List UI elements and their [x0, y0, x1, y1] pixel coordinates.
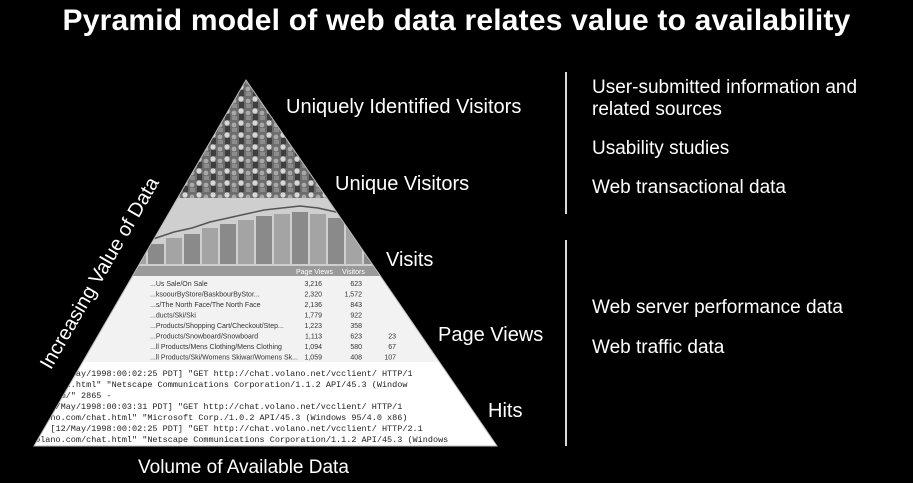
- chart-bar: [436, 250, 452, 264]
- table-cell-name: ...ll Products/Ski/Womens Skiwar/Womens …: [150, 355, 298, 362]
- report-table-header-bar: [34, 266, 497, 276]
- table-cell-page-views: 1,779: [304, 313, 322, 320]
- table-cell-name: ...ll Products/Mens Clothing/Mens Clothi…: [150, 344, 282, 351]
- tier-label-uniquely-identified-visitors: Uniquely Identified Visitors: [286, 96, 522, 118]
- chart-bar: [166, 238, 182, 264]
- page-title: Pyramid model of web data relates value …: [62, 4, 851, 37]
- table-cell-page-views: 1,059: [304, 355, 322, 362]
- table-cell-visitors: 922: [350, 313, 362, 320]
- chart-bar: [310, 214, 326, 264]
- chart-bar: [292, 212, 308, 264]
- chart-bar: [238, 220, 254, 264]
- tier-label-unique-visitors: Unique Visitors: [335, 173, 470, 195]
- tier-label-visits: Visits: [386, 249, 434, 271]
- table-cell-page-views: 1,113: [305, 334, 322, 341]
- table-cell-page-views: 2,320: [304, 292, 322, 299]
- chart-bar: [220, 224, 236, 264]
- report-table-rows: ...Us Sale/On Sale 3,216 623 ...ksoourBySto…: [150, 281, 396, 362]
- table-cell-page-views: 1,094: [304, 344, 322, 351]
- table-cell-name: ...s/The North Face/The North Face: [150, 302, 261, 309]
- server-log-line: - - [12/May/1998:00:02:25 PDT] "GET http…: [30, 424, 423, 434]
- table-cell-extra: 23: [388, 334, 396, 341]
- table-cell-visitors: 623: [350, 334, 362, 341]
- table-cell-page-views: 2,136: [304, 302, 322, 309]
- chart-bar: [148, 244, 164, 264]
- server-log-line: - [12/May/1998:00:03:31 PDT] "GET http:/…: [30, 402, 402, 412]
- table-cell-extra: 67: [388, 344, 396, 351]
- server-log-line: volano.com/chat.html" "Microsoft Corp./1…: [30, 413, 407, 423]
- table-cell-name: ...ducts/Ski/Ski: [150, 313, 196, 320]
- axis-label-volume-available: Volume of Available Data: [138, 457, 349, 478]
- chart-bar: [256, 216, 272, 264]
- server-log-lines: - - [12/May/1998:00:02:25 PDT] "GET http…: [30, 369, 448, 445]
- chart-bar: [184, 234, 200, 264]
- source-web-traffic: Web traffic data: [592, 337, 725, 358]
- table-cell-visitors: 408: [350, 355, 362, 362]
- table-cell-visitors: 623: [350, 281, 362, 288]
- tier-label-hits: Hits: [488, 400, 523, 422]
- chart-bar: [328, 218, 344, 264]
- chart-bar: [364, 228, 380, 264]
- source-user-submitted: User-submitted information and related s…: [592, 77, 858, 120]
- pyramid-fill: Page Views Visitors ...Us Sale/On Sale 3,…: [30, 80, 497, 446]
- server-log-line: com/chat.html" "Netscape Communications …: [30, 380, 408, 390]
- pyramid-outline: [33, 79, 498, 447]
- table-cell-page-views: 1,223: [304, 323, 322, 330]
- table-header-visitors: Visitors: [342, 269, 365, 276]
- table-cell-name: ...ksoourByStore/BaskbourByStor...: [150, 292, 260, 299]
- server-log-line: ape.com/" 2865 -: [30, 391, 112, 401]
- table-cell-visitors: 580: [350, 344, 362, 351]
- table-cell-page-views: 3,216: [304, 281, 322, 288]
- server-log-line: volano.com/chat.html" "Netscape Communic…: [30, 435, 448, 445]
- table-cell-extra: 107: [384, 355, 396, 362]
- table-header-page-views: Page Views: [296, 269, 333, 276]
- table-cell-visitors: 843: [350, 302, 362, 309]
- chart-bar: [274, 214, 290, 264]
- table-cell-name: ...Us Sale/On Sale: [150, 281, 208, 288]
- table-cell-name: ...Products/Shopping Cart/Checkout/Step.…: [150, 323, 284, 330]
- divider-upper: [565, 72, 567, 214]
- table-cell-visitors: 358: [350, 323, 362, 330]
- chart-bar: [202, 228, 218, 264]
- server-log-region: [34, 362, 497, 446]
- tier-label-page-views: Page Views: [438, 324, 544, 346]
- divider-lower: [565, 240, 567, 446]
- chart-bar: [346, 222, 362, 264]
- source-web-server-performance: Web server performance data: [592, 297, 843, 318]
- source-usability-studies: Usability studies: [592, 138, 730, 159]
- table-cell-visitors: 1,572: [344, 292, 362, 299]
- source-web-transactional: Web transactional data: [592, 177, 786, 198]
- server-log-line: - - [12/May/1998:00:02:25 PDT] "GET http…: [30, 369, 413, 379]
- table-cell-name: ...Products/Snowboard/Snowboard: [150, 334, 258, 341]
